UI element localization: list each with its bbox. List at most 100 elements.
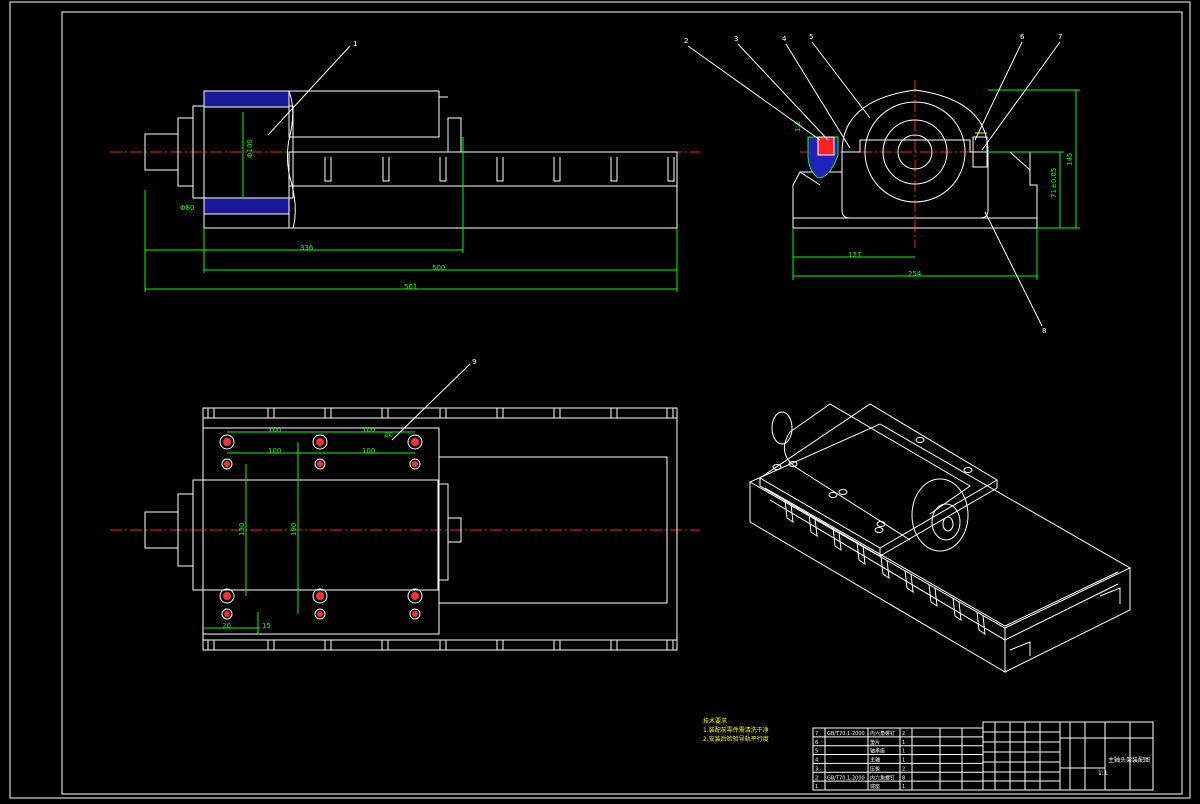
bom-qty: 1 bbox=[902, 740, 905, 746]
bom-no: 3 bbox=[815, 766, 818, 772]
bom-no: 5 bbox=[815, 749, 818, 755]
iso-slot bbox=[784, 499, 794, 524]
base-body bbox=[288, 185, 678, 229]
bolt-hole-center bbox=[316, 592, 324, 600]
iso-base-side bbox=[1004, 568, 1131, 673]
edge-tick-top bbox=[553, 407, 561, 419]
leader-5 bbox=[811, 41, 871, 119]
iso-slot bbox=[880, 555, 890, 580]
bom-grid bbox=[813, 728, 983, 791]
dim-v2: 190 bbox=[290, 523, 298, 536]
bom-name: 底座 bbox=[870, 783, 880, 790]
plan-slot bbox=[438, 456, 668, 604]
bom-no: 1 bbox=[815, 784, 818, 790]
hatch-bottom bbox=[203, 197, 290, 215]
iso-bolt bbox=[828, 492, 838, 498]
dim-561: 561 bbox=[404, 283, 417, 291]
title-frame bbox=[982, 721, 1154, 791]
iso-spindle-end bbox=[911, 478, 969, 552]
bolt-hole-center bbox=[412, 611, 418, 617]
rail-slots bbox=[324, 157, 675, 182]
plan-base-outer bbox=[202, 407, 678, 651]
plan-spindle bbox=[192, 479, 439, 591]
side-view: 127 254 145 71±0.05 1:2 2 3 4 5 6 7 8 bbox=[684, 33, 1080, 335]
balloon-4: 4 bbox=[782, 35, 787, 43]
edge-tick-top bbox=[610, 407, 618, 419]
edge-tick-bottom bbox=[496, 639, 504, 651]
dim-336: 336 bbox=[300, 244, 314, 252]
bom-name: 压板 bbox=[870, 765, 880, 772]
leader-7 bbox=[981, 41, 1061, 151]
bolt-hole-center bbox=[412, 461, 418, 467]
dim-254: 254 bbox=[908, 270, 922, 278]
bolt-hole-outer bbox=[219, 588, 235, 604]
balloon-1: 1 bbox=[353, 40, 357, 48]
dim-bot2: 15 bbox=[262, 622, 271, 630]
bom-name: 轴承座 bbox=[870, 748, 885, 755]
dim-row2b: 100 bbox=[362, 447, 375, 455]
bom-name: 内六角螺钉 bbox=[870, 774, 895, 781]
rail-slot bbox=[439, 157, 447, 182]
bolt-hole-outer bbox=[314, 608, 326, 620]
plan-edge-ticks bbox=[207, 407, 674, 651]
inner-frame bbox=[61, 11, 1183, 795]
bom-no: 6 bbox=[815, 740, 818, 746]
rail-slot bbox=[324, 157, 332, 182]
iso-base-front bbox=[749, 482, 1006, 673]
rail-slot bbox=[382, 157, 390, 182]
edge-tick-bottom bbox=[267, 639, 275, 651]
hatch-top bbox=[203, 90, 290, 108]
leader-9 bbox=[391, 363, 471, 441]
bolt-hole-outer bbox=[221, 608, 233, 620]
iso-bolt bbox=[874, 527, 884, 533]
bolt-hole-outer bbox=[312, 588, 328, 604]
bom-no: 2 bbox=[815, 775, 818, 781]
bolt-hole-center bbox=[224, 611, 230, 617]
balloon-5: 5 bbox=[809, 33, 813, 41]
dim-top3: 20 bbox=[384, 431, 393, 439]
notes-line-2: 2.安装后检验导轨平行度 bbox=[703, 735, 769, 743]
iso-spindle-bore bbox=[942, 516, 954, 532]
bearing-housing bbox=[841, 89, 989, 219]
drawing-scale: 1:1 bbox=[1098, 770, 1108, 777]
iso-slot bbox=[976, 611, 986, 636]
edge-tick-bottom bbox=[439, 639, 447, 651]
dim-145: 145 bbox=[1066, 153, 1074, 166]
bom-qty: 1 bbox=[902, 749, 905, 755]
plan-bolt-holes bbox=[219, 434, 423, 620]
iso-rail-edges bbox=[764, 487, 1119, 641]
dim-top2: 100 bbox=[362, 426, 375, 434]
bom-code: GB/T70.1-2000 bbox=[827, 775, 865, 781]
iso-spindle-nose bbox=[931, 503, 961, 541]
housing-ring-outer bbox=[864, 101, 966, 203]
iso-bolt bbox=[772, 464, 782, 470]
dim-v1: 130 bbox=[238, 523, 246, 536]
iso-bolt bbox=[788, 461, 798, 467]
bom-no: 7 bbox=[815, 731, 818, 737]
iso-slot bbox=[832, 527, 842, 552]
iso-base-top bbox=[748, 423, 1132, 629]
bom-qty: 1 bbox=[902, 784, 905, 790]
bom-no: 4 bbox=[815, 758, 818, 764]
iso-bolt bbox=[838, 489, 848, 495]
balloon-8: 8 bbox=[1042, 327, 1046, 335]
dim-127: 127 bbox=[848, 251, 861, 259]
dim-row2a: 100 bbox=[268, 447, 281, 455]
iso-slot bbox=[904, 569, 914, 594]
edge-tick-top bbox=[496, 407, 504, 419]
iso-slot bbox=[856, 541, 866, 566]
balloon-9: 9 bbox=[472, 358, 476, 366]
bolt-hole-center bbox=[411, 438, 419, 446]
edge-tick-top bbox=[207, 407, 215, 419]
edge-tick-bottom bbox=[553, 639, 561, 651]
technical-notes: 技术要求 1.装配前零件需清洗干净 2.安装后检验导轨平行度 bbox=[703, 717, 769, 743]
edge-tick-bottom bbox=[324, 639, 332, 651]
drawing-title: 主轴头架装配图 bbox=[1108, 756, 1150, 764]
dim-shaft-small: Φ80 bbox=[180, 204, 194, 212]
front-view: 336 500 561 Φ100 Φ80 1 bbox=[110, 40, 700, 292]
bom-code: GB/T70.1-2000 bbox=[827, 731, 865, 737]
bolt-left-head bbox=[817, 136, 835, 156]
notes-line-1: 1.装配前零件需清洗干净 bbox=[703, 726, 769, 734]
